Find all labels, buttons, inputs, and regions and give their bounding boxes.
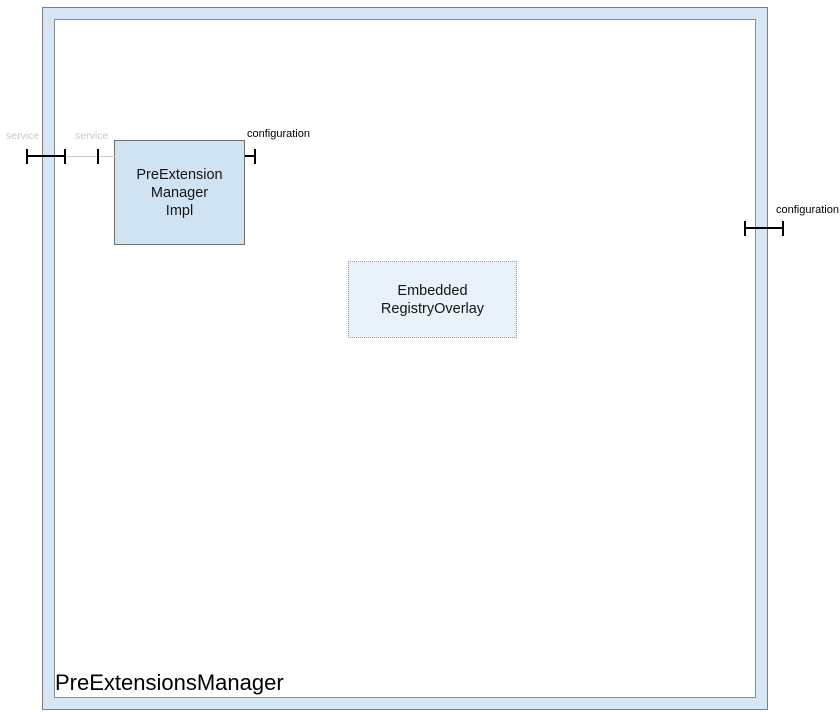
configuration-frame-port-tick-inner[interactable] — [744, 221, 746, 236]
component-label-line: PreExtension — [136, 166, 223, 183]
port-label-configuration-impl: configuration — [247, 128, 310, 140]
component-label-line: Embedded — [397, 282, 468, 299]
port-label-service-external: service — [6, 130, 40, 142]
port-label-configuration-frame: configuration — [776, 204, 839, 216]
service-port-tick-outer[interactable] — [26, 149, 28, 164]
composite-frame-inner-area — [54, 19, 756, 698]
component-embeddedregistryoverlay[interactable]: Embedded RegistryOverlay — [348, 261, 517, 338]
service-connector-line[interactable] — [27, 155, 66, 157]
service-port-tick-border[interactable] — [64, 149, 66, 164]
service-port-tick-impl[interactable] — [97, 149, 99, 164]
component-label-line: Manager — [150, 184, 209, 201]
configuration-impl-port-tick[interactable] — [254, 149, 256, 164]
component-label-line: RegistryOverlay — [380, 300, 485, 317]
service-wire-to-impl[interactable] — [66, 156, 115, 157]
configuration-frame-connector-line[interactable] — [745, 227, 784, 229]
frame-title: PreExtensionsManager — [55, 670, 284, 695]
component-preextensionmanagerimpl[interactable]: PreExtension Manager Impl — [114, 140, 245, 245]
composite-frame-preextensionsmanager[interactable] — [42, 7, 768, 710]
configuration-frame-port-tick-outer[interactable] — [782, 221, 784, 236]
component-label-line: Impl — [165, 202, 194, 219]
configuration-impl-connector-line[interactable] — [245, 155, 256, 157]
port-label-service-internal: service — [75, 130, 109, 142]
